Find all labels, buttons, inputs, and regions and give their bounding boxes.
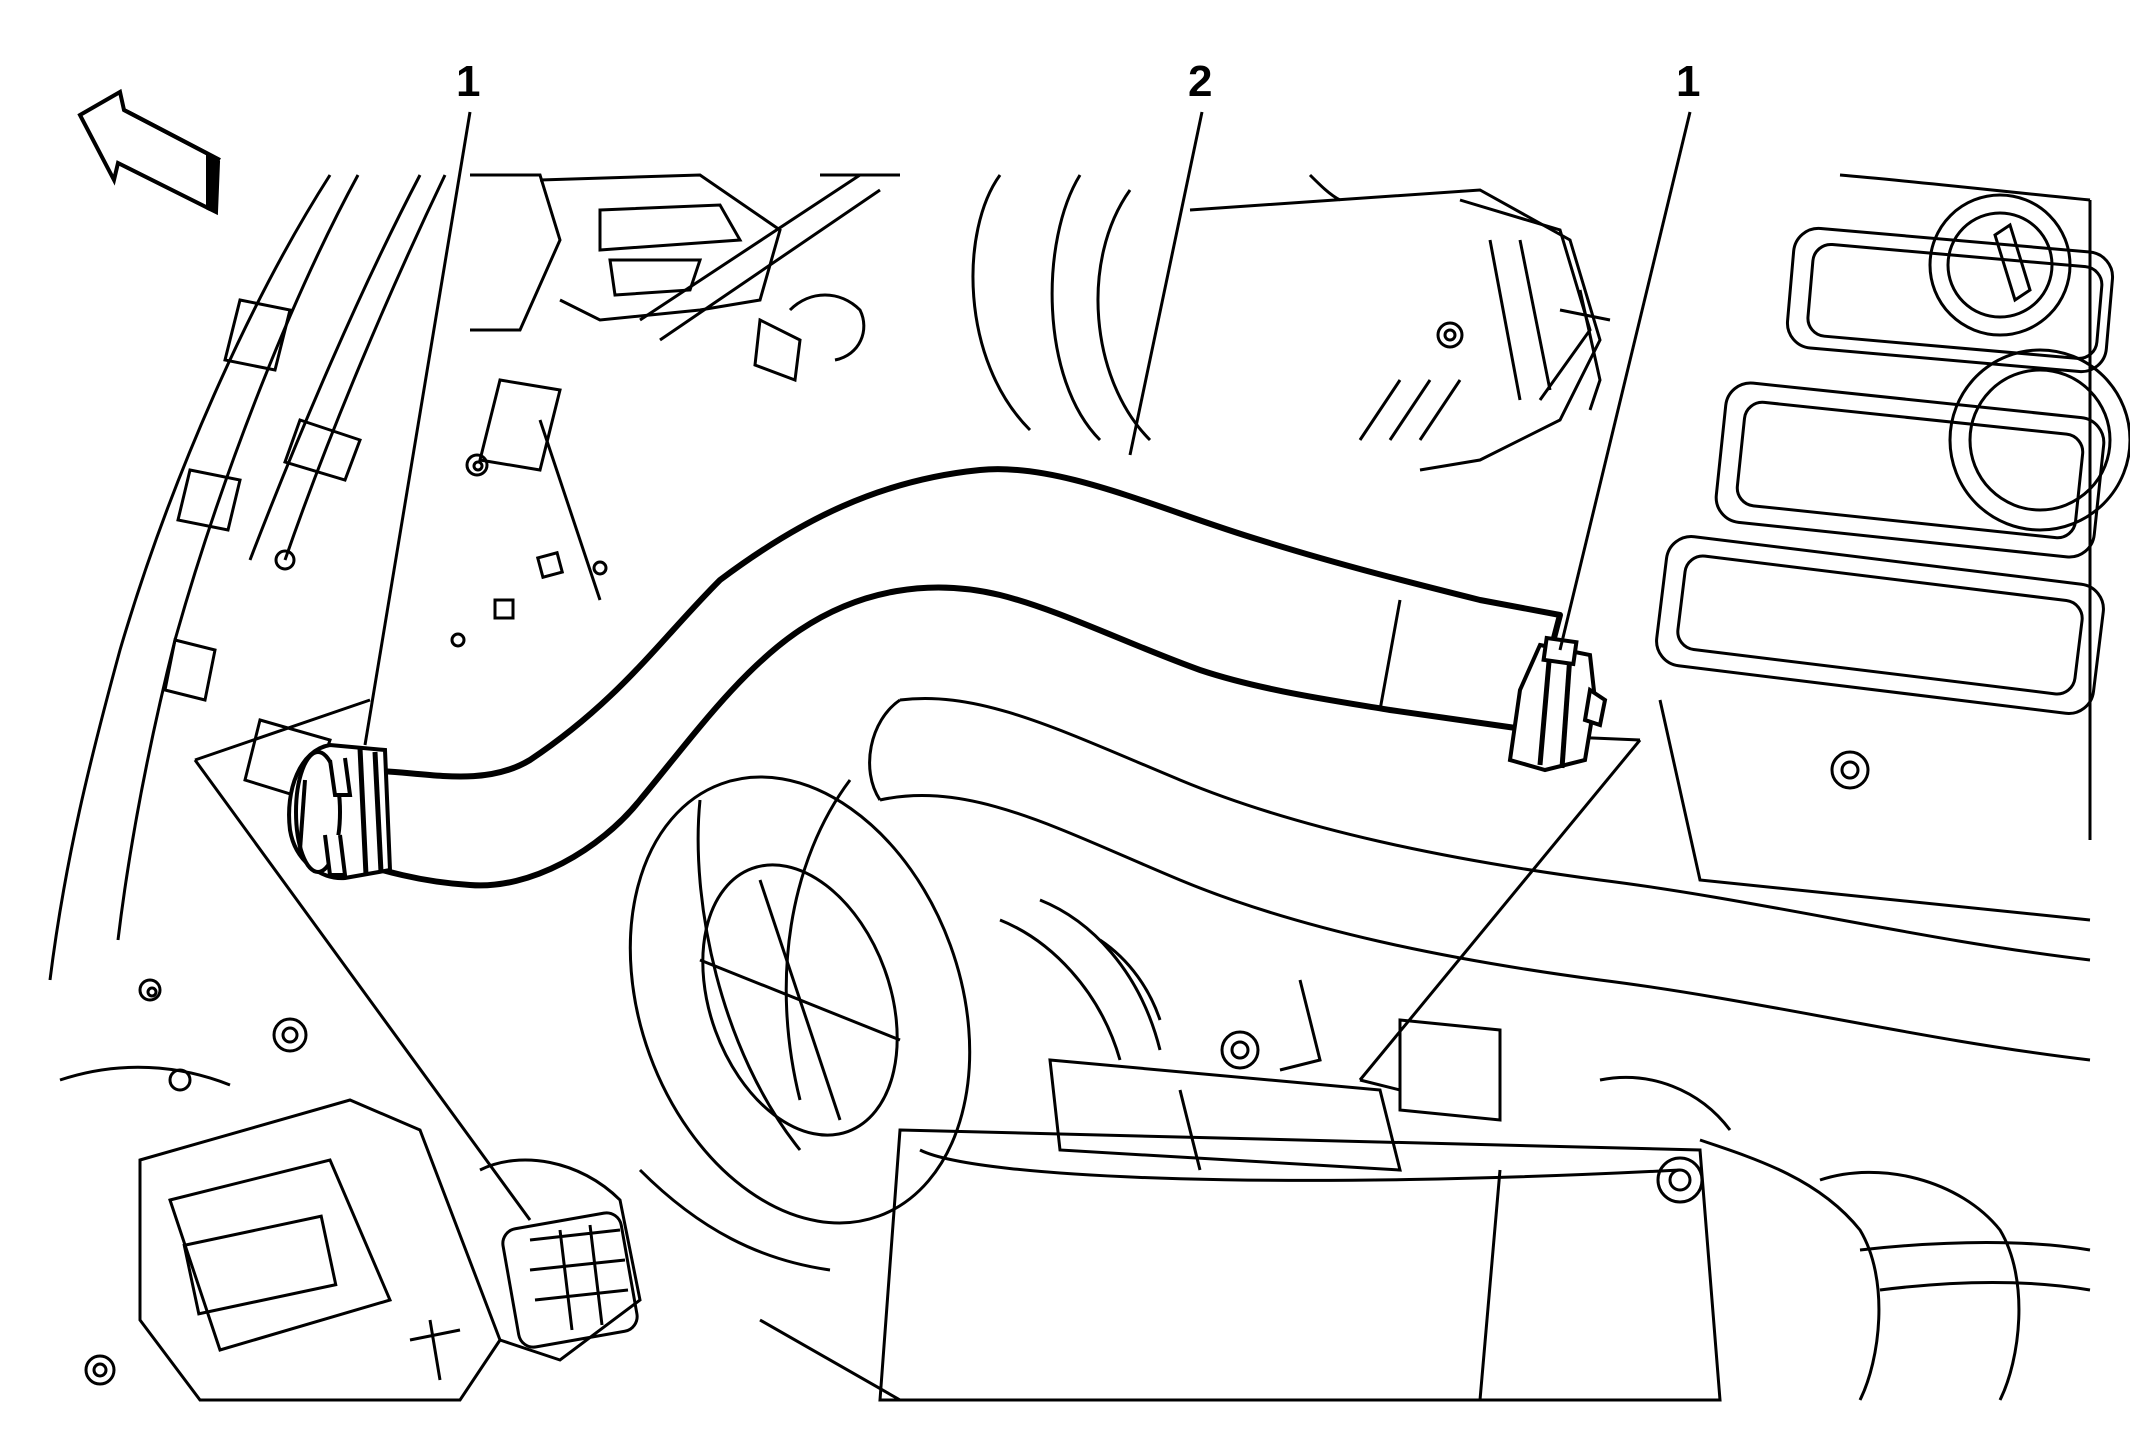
callout-leader-lines (363, 111, 1692, 746)
upper-radiator-support (450, 173, 900, 648)
lower-components (84, 898, 2091, 1402)
callout-label-hose: 2 (1188, 57, 1213, 106)
radiator-hose (347, 466, 1563, 889)
upper-right-bracket (1189, 173, 1611, 472)
front-direction-arrow-icon (77, 88, 221, 216)
leader-line-1a (363, 111, 472, 746)
detail-leader-lines (193, 698, 1642, 1221)
leader-line-2 (1128, 111, 1204, 456)
callout-label-clamp-right: 1 (1676, 57, 1701, 106)
callout-label-clamp-left: 1 (456, 57, 481, 106)
hose-clamp-left (287, 742, 393, 881)
lower-coolant-pipe (868, 696, 2091, 1062)
cooling-fan-shroud (628, 174, 1152, 1272)
leader-line-1b (1558, 111, 1692, 651)
radiator-frame (48, 174, 447, 1087)
engine-cover (1655, 173, 2130, 922)
